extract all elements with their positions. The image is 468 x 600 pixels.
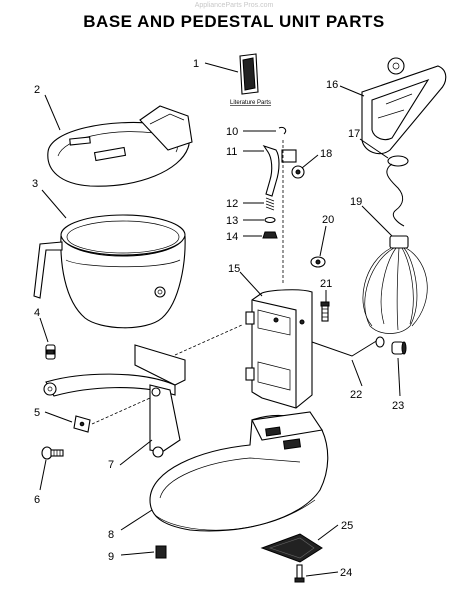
callout-6: 6 (34, 494, 40, 506)
pedestal-column[interactable] (245, 289, 313, 409)
callout-9: 9 (108, 551, 114, 563)
column-screw[interactable] (320, 301, 330, 322)
washer[interactable] (264, 216, 276, 224)
callout-8: 8 (108, 529, 114, 541)
lift-lever-rod[interactable] (262, 127, 305, 197)
literature-parts-label: Literature Parts (230, 100, 271, 106)
callout-23: 23 (392, 400, 404, 412)
callout-11: 11 (226, 146, 237, 158)
callout-12: 12 (226, 198, 238, 210)
crank-knob[interactable] (391, 341, 407, 355)
mixing-bowl[interactable] (33, 214, 186, 329)
callout-19: 19 (350, 196, 362, 208)
page-title: BASE AND PEDESTAL UNIT PARTS (83, 12, 385, 31)
hub-cap[interactable] (310, 256, 326, 268)
pouring-shield[interactable] (47, 105, 193, 187)
callout-17: 17 (348, 128, 360, 140)
callout-20: 20 (322, 214, 334, 226)
callout-16: 16 (326, 79, 338, 91)
pad-screw[interactable] (294, 564, 305, 583)
literature-booklet[interactable] (239, 53, 259, 95)
spring[interactable] (265, 197, 275, 211)
callout-5: 5 (34, 407, 40, 419)
base-pad[interactable] (260, 533, 323, 563)
dough-hook[interactable] (386, 155, 409, 227)
callout-24: 24 (340, 567, 352, 579)
callout-14: 14 (226, 231, 238, 243)
crank-handle[interactable] (311, 336, 385, 357)
callout-2: 2 (34, 84, 40, 96)
clip-screw[interactable] (41, 446, 64, 460)
rubber-foot[interactable] (155, 545, 167, 559)
callout-1: 1 (193, 58, 199, 70)
callout-22: 22 (350, 389, 362, 401)
wire-whip[interactable] (362, 235, 428, 334)
callout-15: 15 (228, 263, 240, 275)
bowl-clamping-plate[interactable] (43, 344, 186, 458)
callout-4: 4 (34, 307, 40, 319)
callout-18: 18 (320, 148, 332, 160)
flat-beater[interactable] (361, 57, 447, 155)
bowl-pin[interactable] (45, 344, 56, 360)
nut[interactable] (262, 231, 278, 239)
plate-clip[interactable] (73, 415, 91, 433)
callout-10: 10 (226, 126, 238, 138)
callout-7: 7 (108, 459, 114, 471)
callout-25: 25 (341, 520, 353, 532)
watermark: ApplianceParts Pros.com (194, 2, 274, 9)
callout-13: 13 (226, 215, 238, 227)
callout-3: 3 (32, 178, 38, 190)
base[interactable] (149, 411, 329, 532)
callout-21: 21 (320, 278, 332, 290)
